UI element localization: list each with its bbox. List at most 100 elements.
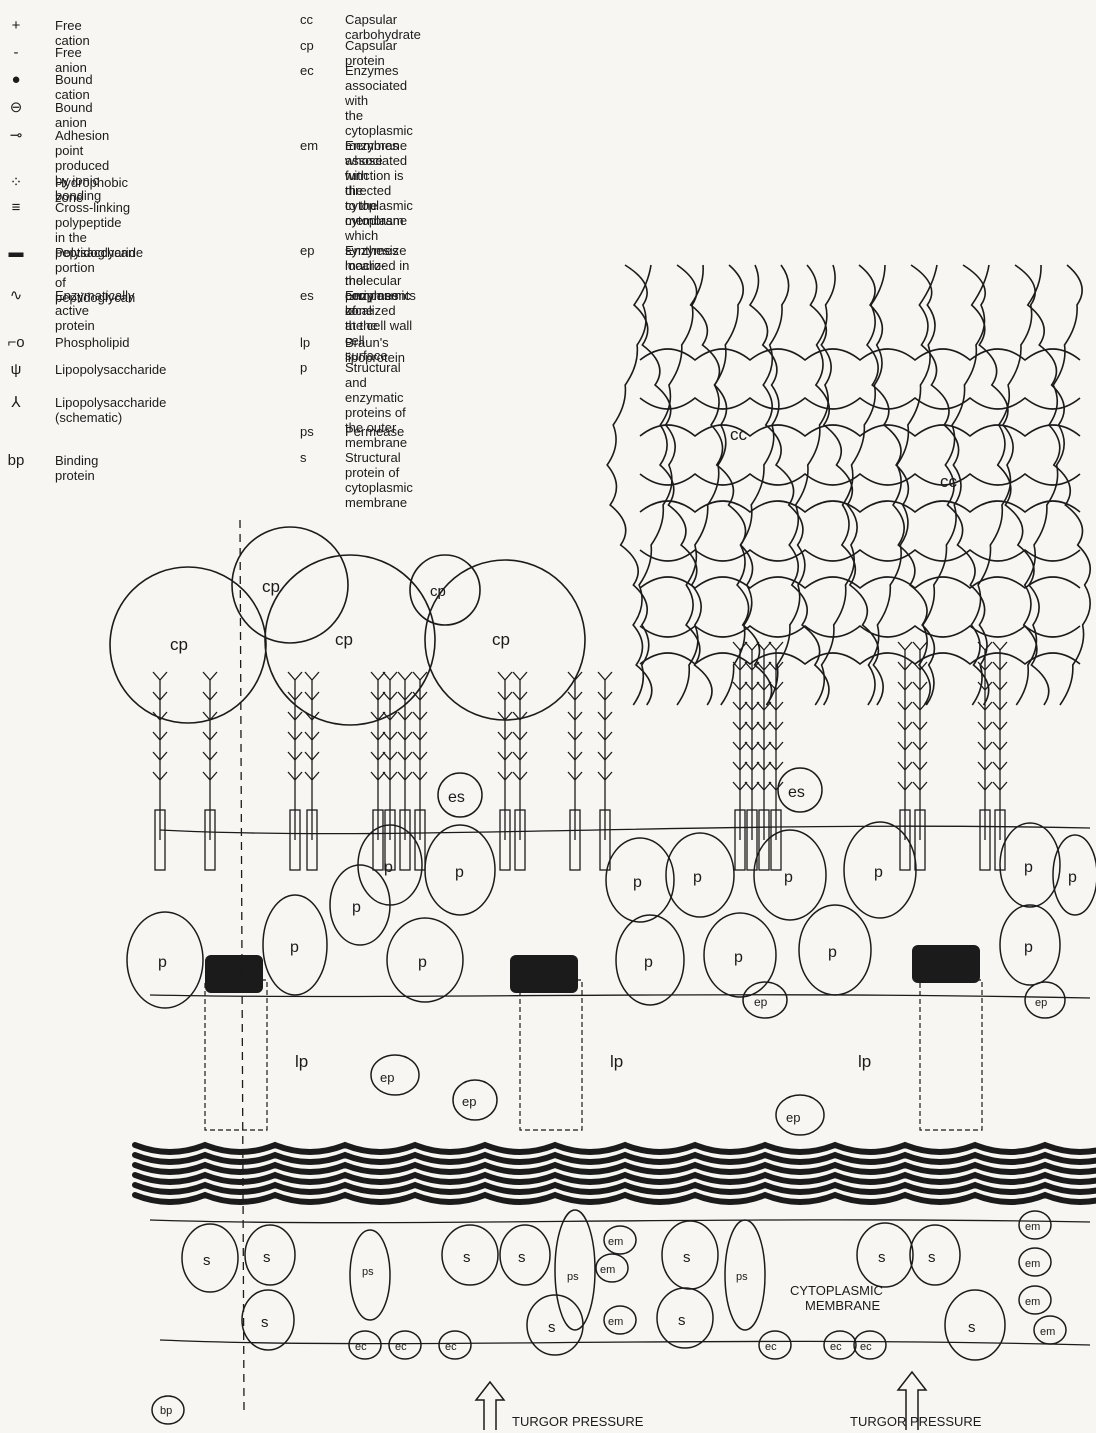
label-cc: cc bbox=[940, 472, 958, 491]
label-p: p bbox=[784, 869, 793, 886]
label-p: p bbox=[874, 864, 883, 881]
label-s: s bbox=[518, 1249, 526, 1266]
carbohydrate-fibre bbox=[893, 265, 935, 705]
lps-barb bbox=[769, 642, 783, 650]
label-lp: lp bbox=[295, 1052, 308, 1071]
label-em: em bbox=[1040, 1326, 1055, 1338]
label-s: s bbox=[968, 1319, 976, 1336]
label-cp: cp bbox=[430, 583, 446, 600]
label-s: s bbox=[678, 1312, 686, 1329]
label-em: em bbox=[600, 1264, 615, 1276]
porin-trimers bbox=[205, 945, 980, 993]
label-ec: ec bbox=[830, 1341, 842, 1353]
capsular-proteins bbox=[110, 527, 585, 725]
label-p: p bbox=[1024, 939, 1033, 956]
peptidoglycan-strand bbox=[135, 1165, 1096, 1172]
label-cytoplasmic-membrane: CYTOPLASMIC bbox=[790, 1283, 883, 1298]
label-ps: ps bbox=[736, 1271, 748, 1283]
label-p: p bbox=[418, 954, 427, 971]
label-ep: ep bbox=[1035, 997, 1047, 1009]
label-p: p bbox=[455, 864, 464, 881]
label-bp: bp bbox=[160, 1405, 172, 1417]
capsular-protein bbox=[232, 527, 348, 643]
carbohydrate-fibre bbox=[640, 398, 1080, 409]
capsular-protein bbox=[110, 567, 266, 723]
lps-barb bbox=[745, 642, 759, 650]
lps-barb bbox=[398, 672, 412, 680]
carbohydrate-fibre bbox=[640, 550, 1080, 561]
lps-barb bbox=[383, 672, 397, 680]
label-p: p bbox=[644, 954, 653, 971]
label-em: em bbox=[1025, 1258, 1040, 1270]
label-p: p bbox=[1068, 869, 1077, 886]
label-s: s bbox=[928, 1249, 936, 1266]
peptidoglycan-strand bbox=[135, 1185, 1096, 1192]
carbohydrate-fibre bbox=[640, 349, 1080, 360]
label-p: p bbox=[384, 859, 393, 876]
label-p: p bbox=[693, 869, 702, 886]
lps-barb bbox=[733, 642, 747, 650]
label-turgor-pressure: TURGOR PRESSURE bbox=[850, 1414, 982, 1429]
label-ep: ep bbox=[754, 995, 768, 1009]
carbohydrate-fibre bbox=[607, 265, 649, 705]
peptidoglycan-strand bbox=[135, 1175, 1096, 1182]
label-ec: ec bbox=[355, 1341, 367, 1353]
permease bbox=[555, 1210, 595, 1330]
label-ep: ep bbox=[380, 1070, 394, 1085]
lps-barb bbox=[898, 642, 912, 650]
capsular-carbohydrate-fibres bbox=[607, 265, 1090, 705]
lps-barb bbox=[288, 672, 302, 680]
label-s: s bbox=[263, 1249, 271, 1266]
lps-barb bbox=[913, 642, 927, 650]
label-cp: cp bbox=[262, 577, 280, 596]
label-s: s bbox=[463, 1249, 471, 1266]
label-es: es bbox=[788, 784, 805, 801]
label-em: em bbox=[608, 1236, 623, 1248]
label-ec: ec bbox=[765, 1341, 777, 1353]
label-p: p bbox=[828, 944, 837, 961]
label-lp: lp bbox=[858, 1052, 871, 1071]
label-p: p bbox=[1024, 859, 1033, 876]
label-cp: cp bbox=[170, 635, 188, 654]
label-s: s bbox=[203, 1252, 211, 1269]
peptidoglycan-layer bbox=[135, 1145, 1096, 1202]
label-turgor-pressure: TURGOR PRESSURE bbox=[512, 1414, 644, 1429]
label-cc: cc bbox=[730, 425, 748, 444]
carbohydrate-fibre bbox=[640, 626, 1080, 637]
lps-barb bbox=[305, 672, 319, 680]
label-p: p bbox=[290, 939, 299, 956]
enzyme-blob bbox=[371, 1055, 419, 1095]
cytoplasmic-membrane-proteins bbox=[182, 1210, 1066, 1360]
carbohydrate-fibre bbox=[842, 265, 883, 705]
label-s: s bbox=[878, 1249, 886, 1266]
label-s: s bbox=[261, 1314, 269, 1331]
carbohydrate-fibre bbox=[640, 653, 1080, 664]
label-em: em bbox=[1025, 1296, 1040, 1308]
label-es: es bbox=[448, 789, 465, 806]
label-ps: ps bbox=[567, 1271, 579, 1283]
carbohydrate-fibre bbox=[640, 474, 1080, 485]
label-p: p bbox=[633, 874, 642, 891]
label-s: s bbox=[548, 1319, 556, 1336]
lps-barb bbox=[993, 642, 1007, 650]
label-s: s bbox=[683, 1249, 691, 1266]
peptidoglycan-strand bbox=[135, 1195, 1096, 1202]
label-cp: cp bbox=[492, 630, 510, 649]
lps-barb bbox=[498, 672, 512, 680]
up-arrow-icon bbox=[476, 1382, 504, 1430]
peptidoglycan-strand bbox=[135, 1155, 1096, 1162]
label-ps: ps bbox=[362, 1266, 374, 1278]
carbohydrate-fibre bbox=[640, 425, 1080, 436]
label-ep: ep bbox=[786, 1110, 800, 1125]
carbohydrate-fibre bbox=[640, 501, 1080, 512]
lipopolysaccharide-chains bbox=[153, 642, 1007, 870]
label-em: em bbox=[608, 1316, 623, 1328]
label-ec: ec bbox=[860, 1341, 872, 1353]
label-ec: ec bbox=[445, 1341, 457, 1353]
label-ec: ec bbox=[395, 1341, 407, 1353]
label-ep: ep bbox=[462, 1094, 476, 1109]
label-cytoplasmic-membrane: MEMBRANE bbox=[805, 1298, 880, 1313]
label-lp: lp bbox=[610, 1052, 623, 1071]
lps-barb bbox=[371, 672, 385, 680]
